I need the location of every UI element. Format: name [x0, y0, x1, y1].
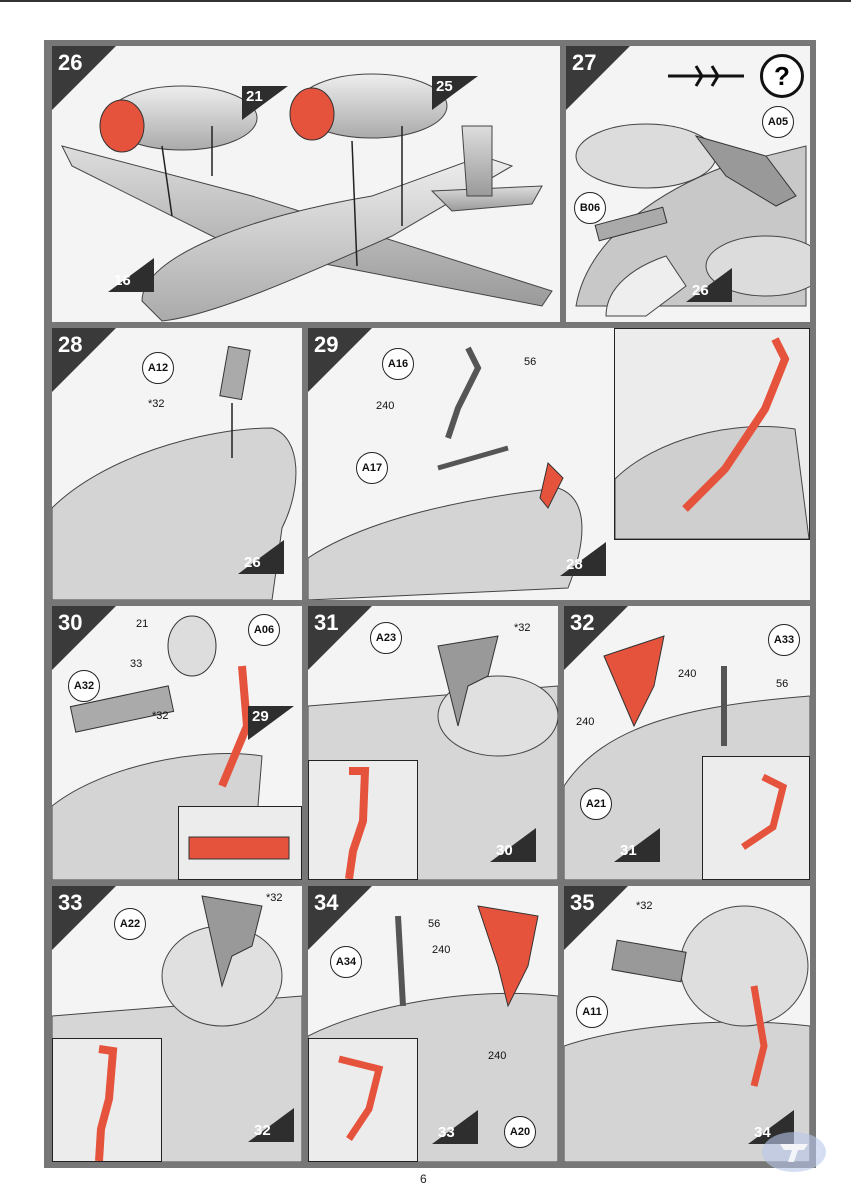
- part-ref-16: 16: [108, 258, 154, 292]
- top-rule: [0, 0, 851, 2]
- callout-A17: A17: [356, 452, 388, 484]
- step-31-detail-inset: [308, 760, 418, 880]
- step-28-illustration: [52, 345, 297, 600]
- step-32-detail-inset: [702, 756, 810, 880]
- step-27-illustration: [575, 123, 810, 317]
- callout-B06: B06: [574, 192, 606, 224]
- step-number-34: 34: [308, 886, 372, 950]
- callout-A05: A05: [762, 106, 794, 138]
- callout-A11: A11: [576, 996, 608, 1028]
- help-question-icon: ?: [760, 54, 804, 98]
- step-number-32: 32: [564, 606, 628, 670]
- label-32: *32: [148, 398, 165, 410]
- step-number-31: 31: [308, 606, 372, 670]
- instruction-sheet: 26 21 25 16 27 ? A05 B06 26 28 A1: [44, 40, 816, 1168]
- label-32: *32: [514, 622, 531, 634]
- step-26-illustration: [61, 73, 553, 322]
- label-240: 240: [376, 400, 395, 412]
- part-ref-30: 30: [490, 828, 536, 862]
- part-ref-31: 31: [614, 828, 660, 862]
- callout-A12: A12: [142, 352, 174, 384]
- callout-A20: A20: [504, 1116, 536, 1148]
- page-number: 6: [420, 1172, 427, 1186]
- callout-A21: A21: [580, 788, 612, 820]
- callout-A34: A34: [330, 946, 362, 978]
- part-ref-26: 26: [686, 268, 732, 302]
- step-30-panel: 30 21 33 A06 A32 *32 29: [52, 606, 302, 880]
- step-29-panel: 29 A16 A17 56 240 28: [308, 328, 810, 600]
- label-56: 56: [428, 918, 441, 930]
- step-32-panel: 32 A33 240 56 240 A21 31: [564, 606, 810, 880]
- label-56: 56: [524, 356, 537, 368]
- step-29-detail-inset: [614, 328, 810, 540]
- step-number-26: 26: [52, 46, 116, 110]
- label-32: *32: [636, 900, 653, 912]
- label-240: 240: [678, 668, 697, 680]
- step-34-detail-inset: [308, 1038, 418, 1162]
- step-27-panel: 27 ? A05 B06 26: [566, 46, 810, 322]
- callout-A23: A23: [370, 622, 402, 654]
- step-31-panel: 31 A23 *32 30: [308, 606, 558, 880]
- step-28-panel: 28 A12 *32 26: [52, 328, 302, 600]
- label-21: 21: [136, 618, 149, 630]
- part-ref-21: 21: [242, 86, 288, 120]
- step-number-33: 33: [52, 886, 116, 950]
- part-ref-26: 26: [238, 540, 284, 574]
- part-ref-32: 32: [248, 1108, 294, 1142]
- step-35-panel: 35 *32 A11 34: [564, 886, 810, 1162]
- step-26-panel: 26 21 25 16: [52, 46, 560, 322]
- part-ref-33: 33: [432, 1110, 478, 1144]
- callout-A16: A16: [382, 348, 414, 380]
- label-240: 240: [432, 944, 451, 956]
- step-29-illustration: [308, 346, 583, 600]
- callout-A22: A22: [114, 908, 146, 940]
- step-33-detail-inset: [52, 1038, 162, 1162]
- step-number-30: 30: [52, 606, 116, 670]
- step-30-detail-inset: [178, 806, 302, 880]
- aircraft-silhouette-icon: [668, 65, 744, 87]
- callout-A06: A06: [248, 614, 280, 646]
- callout-A32: A32: [68, 670, 100, 702]
- label-33: 33: [130, 658, 143, 670]
- part-ref-25: 25: [432, 76, 478, 110]
- label-56: 56: [776, 678, 789, 690]
- label-32: *32: [152, 710, 169, 722]
- step-33-panel: 33 A22 *32 32: [52, 886, 302, 1162]
- step-number-28: 28: [52, 328, 116, 392]
- step-number-27: 27: [566, 46, 630, 110]
- part-ref-28: 28: [560, 542, 606, 576]
- part-ref-29: 29: [248, 706, 294, 740]
- brand-logo-icon: [762, 1132, 826, 1172]
- label-32: *32: [266, 892, 283, 904]
- label-240: 240: [488, 1050, 507, 1062]
- callout-A33: A33: [768, 624, 800, 656]
- step-number-29: 29: [308, 328, 372, 392]
- step-34-panel: 34 56 A34 240 240 33 A20: [308, 886, 558, 1162]
- step-number-35: 35: [564, 886, 628, 950]
- label-240: 240: [576, 716, 595, 728]
